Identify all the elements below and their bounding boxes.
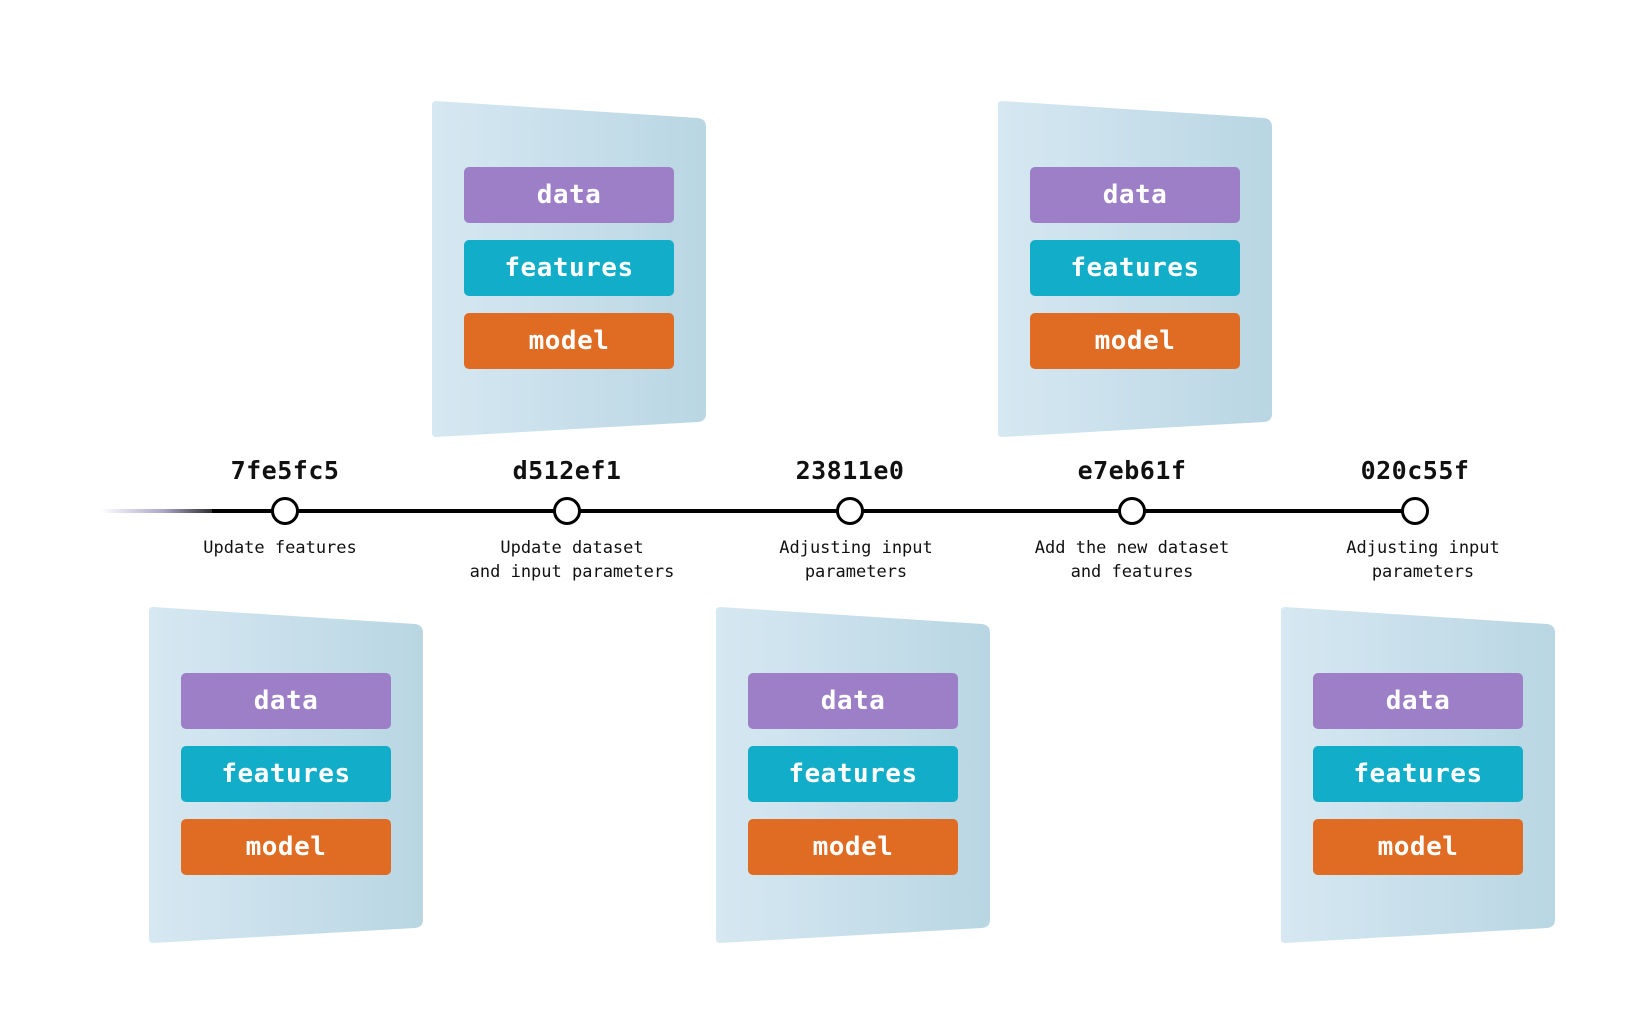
- commit-node: [553, 497, 581, 525]
- model-block: model: [464, 313, 674, 369]
- snapshot-card: data features model: [716, 607, 990, 943]
- data-block: data: [1030, 167, 1240, 223]
- features-block: features: [748, 746, 958, 802]
- timeline-line: [212, 509, 1410, 513]
- data-block: data: [464, 167, 674, 223]
- snapshot-card: data features model: [998, 101, 1272, 437]
- commit-message-line: and features: [1070, 562, 1194, 582]
- model-block: model: [748, 819, 958, 875]
- timeline-fade-tail: [100, 509, 214, 513]
- commit-node: [1401, 497, 1429, 525]
- commit-message-line: Adjusting input: [1346, 538, 1500, 558]
- features-block: features: [1313, 746, 1523, 802]
- commit-hash: 23811e0: [795, 456, 905, 485]
- snapshot-card: data features model: [1281, 607, 1555, 943]
- data-block: data: [181, 673, 391, 729]
- model-block: model: [1313, 819, 1523, 875]
- commit-message-line: Adjusting input: [779, 538, 933, 558]
- features-block: features: [1030, 240, 1240, 296]
- model-block: model: [181, 819, 391, 875]
- commit-message-line: parameters: [804, 562, 908, 582]
- snapshot-card: data features model: [149, 607, 423, 943]
- commit-node: [271, 497, 299, 525]
- commit-message: Add the new dataset and features: [992, 536, 1272, 584]
- commit-message: Adjusting input parameters: [1283, 536, 1563, 584]
- commit-hash: d512ef1: [512, 456, 622, 485]
- features-block: features: [181, 746, 391, 802]
- data-block: data: [748, 673, 958, 729]
- commit-message: Update dataset and input parameters: [432, 536, 712, 584]
- commit-message-line: and input parameters: [469, 562, 675, 582]
- commit-message-line: parameters: [1371, 562, 1475, 582]
- commit-message-line: Update dataset: [500, 538, 644, 558]
- commit-message-line: Add the new dataset: [1034, 538, 1230, 558]
- snapshot-card: data features model: [432, 101, 706, 437]
- commit-hash: 7fe5fc5: [230, 456, 340, 485]
- features-block: features: [464, 240, 674, 296]
- commit-node: [1118, 497, 1146, 525]
- data-block: data: [1313, 673, 1523, 729]
- commit-message: Update features: [140, 536, 420, 560]
- commit-node: [836, 497, 864, 525]
- commit-message-line: Update features: [203, 538, 357, 558]
- model-block: model: [1030, 313, 1240, 369]
- commit-hash: e7eb61f: [1077, 456, 1187, 485]
- commit-message: Adjusting input parameters: [716, 536, 996, 584]
- commit-hash: 020c55f: [1360, 456, 1470, 485]
